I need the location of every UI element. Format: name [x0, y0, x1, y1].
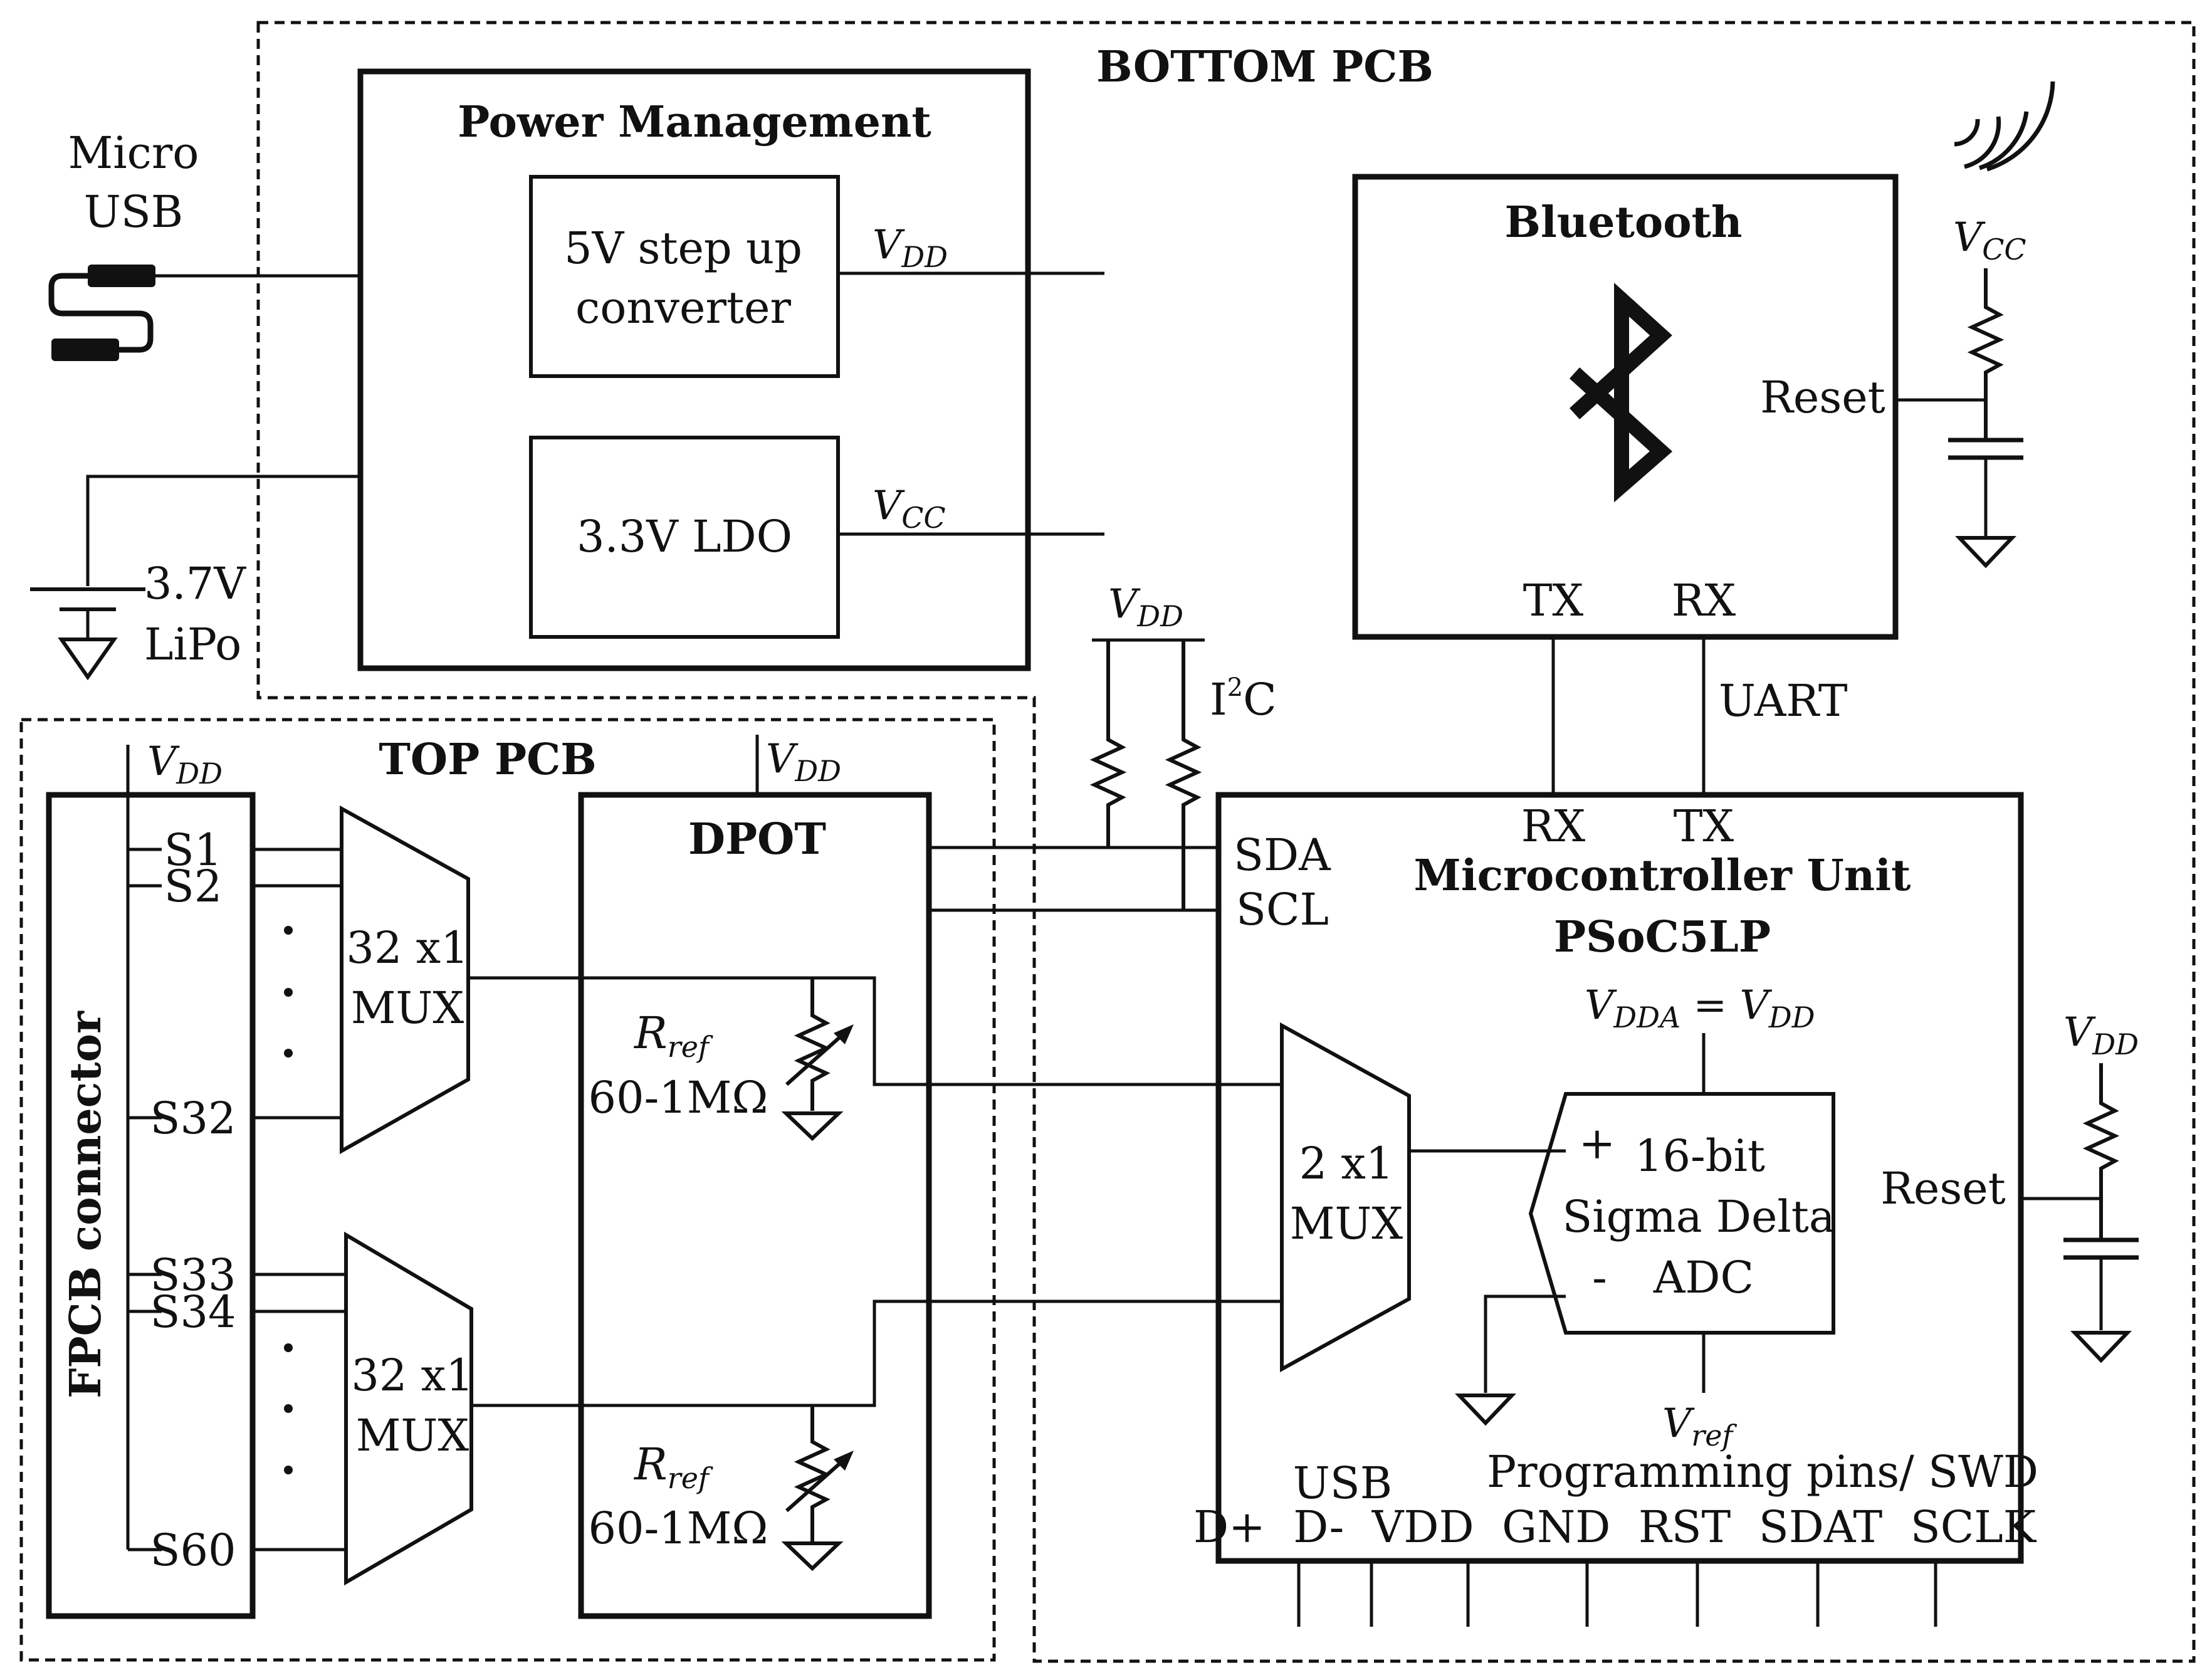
i2c-vdd-label: VDD: [1108, 581, 1183, 633]
adc-plus: +: [1579, 1118, 1616, 1169]
top-pcb-outline: [19, 718, 996, 1662]
mcu-scl-label: SCL: [1236, 884, 1329, 935]
mcu-pin-names: D+ D- VDD GND RST SDAT SCLK: [1193, 1501, 2037, 1553]
mux-bottom-label-2: MUX: [356, 1410, 469, 1461]
micro-usb-label-1: Micro: [68, 127, 199, 179]
mux-2x1: [1280, 1022, 1411, 1373]
bluetooth-icon: [1569, 282, 1673, 503]
ground-icon: [781, 1541, 844, 1572]
fpcb-connector-label: FPCB connector: [61, 1011, 111, 1399]
micro-usb-label-2: USB: [84, 186, 183, 238]
dpot-vdd-label: VDD: [766, 736, 841, 788]
mux-bottom: [344, 1231, 473, 1586]
prog-pins-label: Programming pins/ SWD: [1487, 1446, 2038, 1498]
ldo-box: [529, 436, 840, 639]
ground-icon: [1454, 1394, 1517, 1426]
mcu-subtitle: PSoC5LP: [1554, 912, 1771, 962]
mcu-reset-label: Reset: [1880, 1163, 2006, 1214]
vcc-out-label: VCC: [873, 483, 946, 535]
bluetooth-box: [1352, 174, 1899, 640]
adc-minus: -: [1592, 1252, 1607, 1303]
fpcb-connector-box: [46, 792, 256, 1619]
mcu-sda-label: SDA: [1234, 829, 1331, 881]
power-management-title: Power Management: [458, 97, 931, 147]
fpcb-vdd-label: VDD: [147, 738, 223, 790]
dpot-box: [578, 792, 932, 1619]
uart-label: UART: [1719, 675, 1848, 727]
mux-top: [340, 805, 470, 1155]
rref-top-resistor: [794, 978, 831, 1111]
wireless-signal-icon: [1954, 81, 2055, 172]
battery-voltage: 3.7V: [144, 558, 246, 609]
mcu-pullup-resistor: [2082, 1063, 2120, 1238]
mcu-tx-label: TX: [1674, 801, 1734, 852]
bluetooth-tx-label: TX: [1523, 575, 1584, 626]
pin-s33: S33: [150, 1249, 236, 1301]
ellipsis-dots: [284, 926, 293, 1474]
bt-vcc-label: VCC: [1953, 214, 2026, 266]
pin-s34: S34: [150, 1286, 236, 1338]
i2c-pullup-scl: [1165, 640, 1202, 910]
ground-icon: [781, 1111, 844, 1142]
dpot-title: DPOT: [688, 814, 826, 864]
pin-s2: S2: [164, 861, 223, 912]
bluetooth-reset-label: Reset: [1760, 372, 1885, 423]
i2c-pullup-sda: [1089, 640, 1127, 848]
rref-top-range: 60-1MΩ: [589, 1072, 768, 1123]
mux-top-label-1: 32 x1: [346, 922, 468, 974]
mcu-reset-vdd-label: VDD: [2063, 1009, 2139, 1061]
rref-bottom-resistor: [794, 1405, 831, 1542]
usb-pins-label: USB: [1293, 1457, 1392, 1509]
mux-top-label-2: MUX: [351, 982, 464, 1034]
mcu-title: Microcontroller Unit: [1414, 851, 1911, 901]
pin-s32: S32: [150, 1093, 236, 1144]
bluetooth-rx-label: RX: [1672, 575, 1736, 626]
top-pcb-title: TOP PCB: [379, 735, 596, 785]
bottom-pcb-outline: [256, 21, 2196, 1663]
ground-icon: [2070, 1331, 2132, 1363]
pin-s1: S1: [164, 824, 223, 876]
ground-icon: [1954, 536, 2017, 569]
step-up-converter-box: [529, 175, 840, 378]
battery-type: LiPo: [144, 619, 241, 670]
mcu-rx-label: RX: [1521, 801, 1586, 852]
step-up-label-1: 5V step up: [564, 223, 802, 274]
mux-2x1-label-1: 2 x1: [1299, 1138, 1394, 1189]
vdda-label: VDDA = VDD: [1585, 982, 1815, 1034]
mcu-box: [1215, 792, 2024, 1564]
adc-label-1: 16-bit: [1635, 1130, 1765, 1182]
rref-bottom-range: 60-1MΩ: [589, 1503, 768, 1554]
ground-icon: [58, 638, 118, 681]
mux-bottom-label-1: 32 x1: [351, 1350, 473, 1401]
rref-top-label: Rref: [633, 1007, 713, 1064]
pin-s60: S60: [150, 1525, 236, 1576]
ldo-label: 3.3V LDO: [577, 511, 792, 562]
bluetooth-title: Bluetooth: [1505, 197, 1743, 248]
mux-2x1-label-2: MUX: [1290, 1198, 1403, 1249]
adc-label-2: Sigma Delta: [1562, 1191, 1835, 1242]
adc-label-3: ADC: [1653, 1252, 1754, 1303]
bottom-pcb-title: BOTTOM PCB: [1096, 42, 1434, 92]
vref-label: Vref: [1662, 1400, 1737, 1452]
usb-cable-icon: [48, 265, 155, 361]
mcu-pin-stubs: [1297, 1561, 1937, 1627]
adc-block: [1528, 1092, 1835, 1335]
vdd-out-label: VDD: [873, 222, 948, 274]
bt-pullup-resistor: [1967, 268, 2005, 439]
power-management-box: [357, 68, 1031, 671]
i2c-label: I2C: [1210, 673, 1277, 725]
step-up-label-2: converter: [575, 282, 791, 333]
rref-bottom-label: Rref: [633, 1439, 713, 1495]
